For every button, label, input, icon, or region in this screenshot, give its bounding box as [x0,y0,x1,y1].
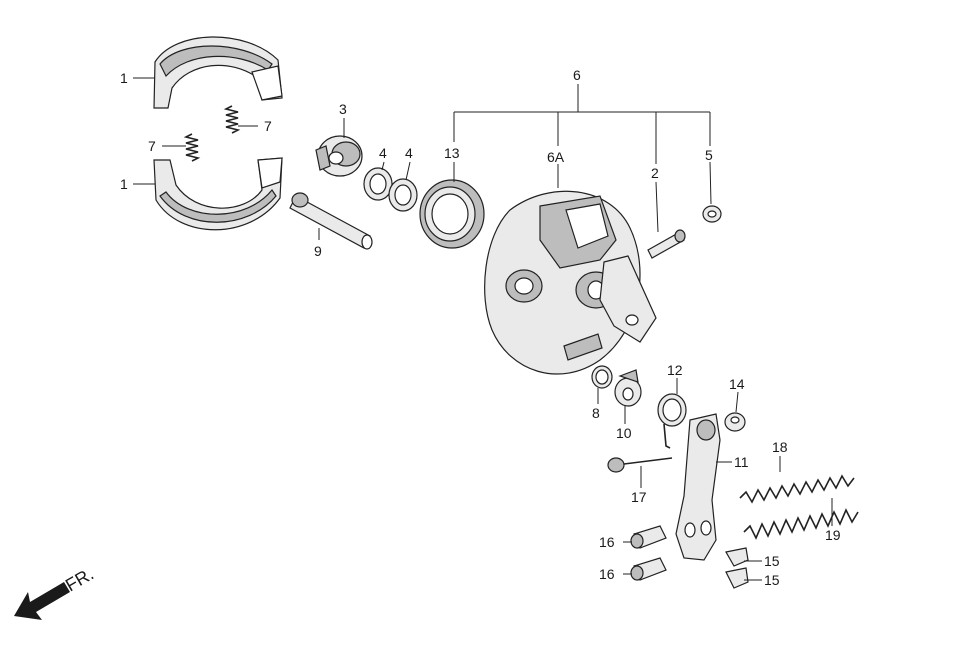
callout-1-upper: 1 [120,70,128,86]
callout-1-lower: 1 [120,176,128,192]
callout-11: 11 [734,454,749,470]
cam-shaft [289,192,373,250]
brake-panel [484,190,657,375]
callout-7-left: 7 [148,138,156,154]
callout-6: 6 [573,67,581,83]
callout-10: 10 [616,425,632,441]
brake-arm [675,413,721,561]
callout-5: 5 [705,147,713,163]
callout-13: 13 [444,145,460,161]
pin-16-upper [630,525,667,549]
callout-3: 3 [339,101,347,117]
front-direction-indicator: FR. [14,564,97,620]
callout-17: 17 [631,489,647,505]
callout-15-lower: 15 [764,572,780,588]
callout-4-right: 4 [405,145,413,161]
brake-shoe-upper [153,36,283,109]
leader-lines [133,77,833,581]
callout-4-left: 4 [379,145,387,161]
callout-19: 19 [825,527,841,543]
return-spring [657,393,687,449]
washer-b [388,178,418,212]
shoe-spring-upper [223,105,241,134]
bolt-17 [607,457,673,473]
callout-8: 8 [592,405,600,421]
brake-spring-19 [743,508,859,540]
callout-16-upper: 16 [599,534,615,550]
callout-7-right: 7 [264,118,272,134]
brake-shoe-lower [153,157,283,231]
adjuster-bolt [647,229,686,259]
shoe-spring-lower [183,133,201,162]
wear-indicator [614,369,642,407]
nut-5 [702,205,722,223]
clip-15-lower [725,567,749,589]
brake-spring-18 [739,474,855,504]
oil-seal [419,179,485,249]
washer-a [363,167,393,201]
callout-18: 18 [772,439,788,455]
o-ring [591,365,613,389]
callout-14: 14 [729,376,745,392]
callout-2: 2 [651,165,659,181]
front-arrow-icon [14,582,70,620]
drive-gear [315,135,363,177]
callout-15-upper: 15 [764,553,780,569]
pin-16-lower [630,557,667,581]
callout-9: 9 [314,243,322,259]
callout-12: 12 [667,362,683,378]
callout-6a: 6A [547,149,565,165]
callout-16-lower: 16 [599,566,615,582]
clip-15-upper [725,547,749,567]
nut-14 [724,412,746,432]
